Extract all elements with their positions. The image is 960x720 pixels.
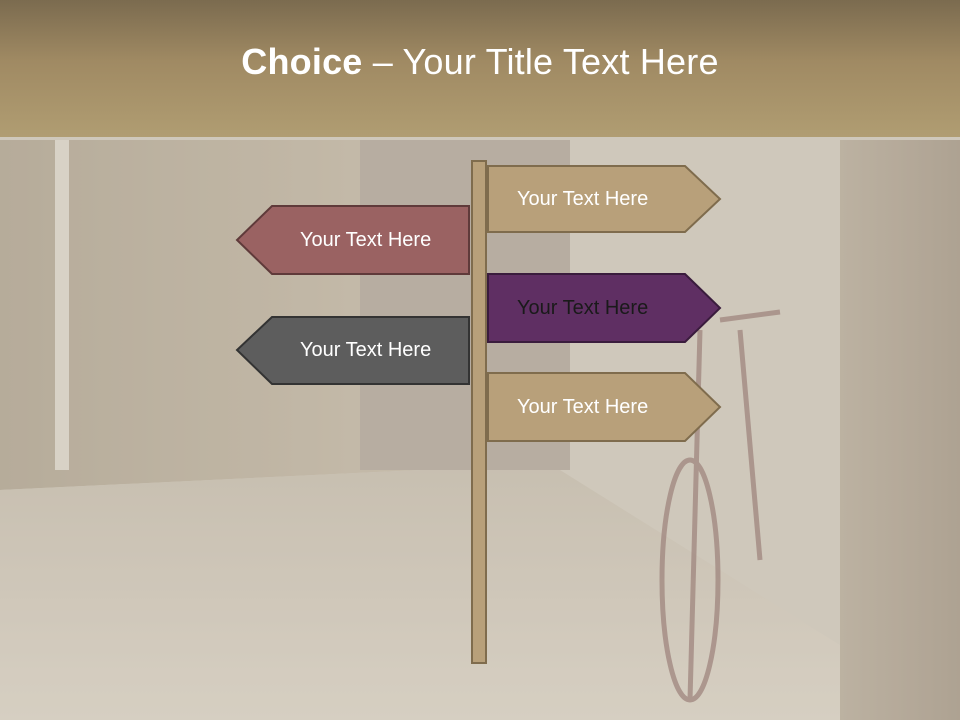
arrow-right-shape [487, 273, 722, 343]
sign-label: Your Text Here [517, 296, 649, 319]
title-bold: Choice [241, 40, 363, 82]
sign-arrow-left-2: Your Text Here [235, 316, 470, 385]
slide-title: Choice – Your Title Text Here [241, 41, 718, 83]
signpost-pole [471, 160, 487, 664]
arrow-right-shape [487, 165, 722, 233]
sign-label: Your Text Here [517, 187, 649, 210]
arrow-right-shape [487, 372, 722, 442]
sign-label: Your Text Here [300, 228, 432, 251]
arrow-left-shape [235, 316, 470, 385]
title-rest: – Your Title Text Here [362, 40, 719, 82]
title-bar: Choice – Your Title Text Here [0, 0, 960, 137]
sign-label: Your Text Here [300, 339, 432, 361]
arrow-left-shape [235, 205, 470, 275]
sign-arrow-right-2: Your Text Here [487, 273, 722, 343]
sign-arrow-right-1: Your Text Here [487, 165, 722, 233]
sign-label: Your Text Here [517, 395, 649, 418]
sign-arrow-left-1: Your Text Here [235, 205, 470, 275]
sign-arrow-right-3: Your Text Here [487, 372, 722, 442]
